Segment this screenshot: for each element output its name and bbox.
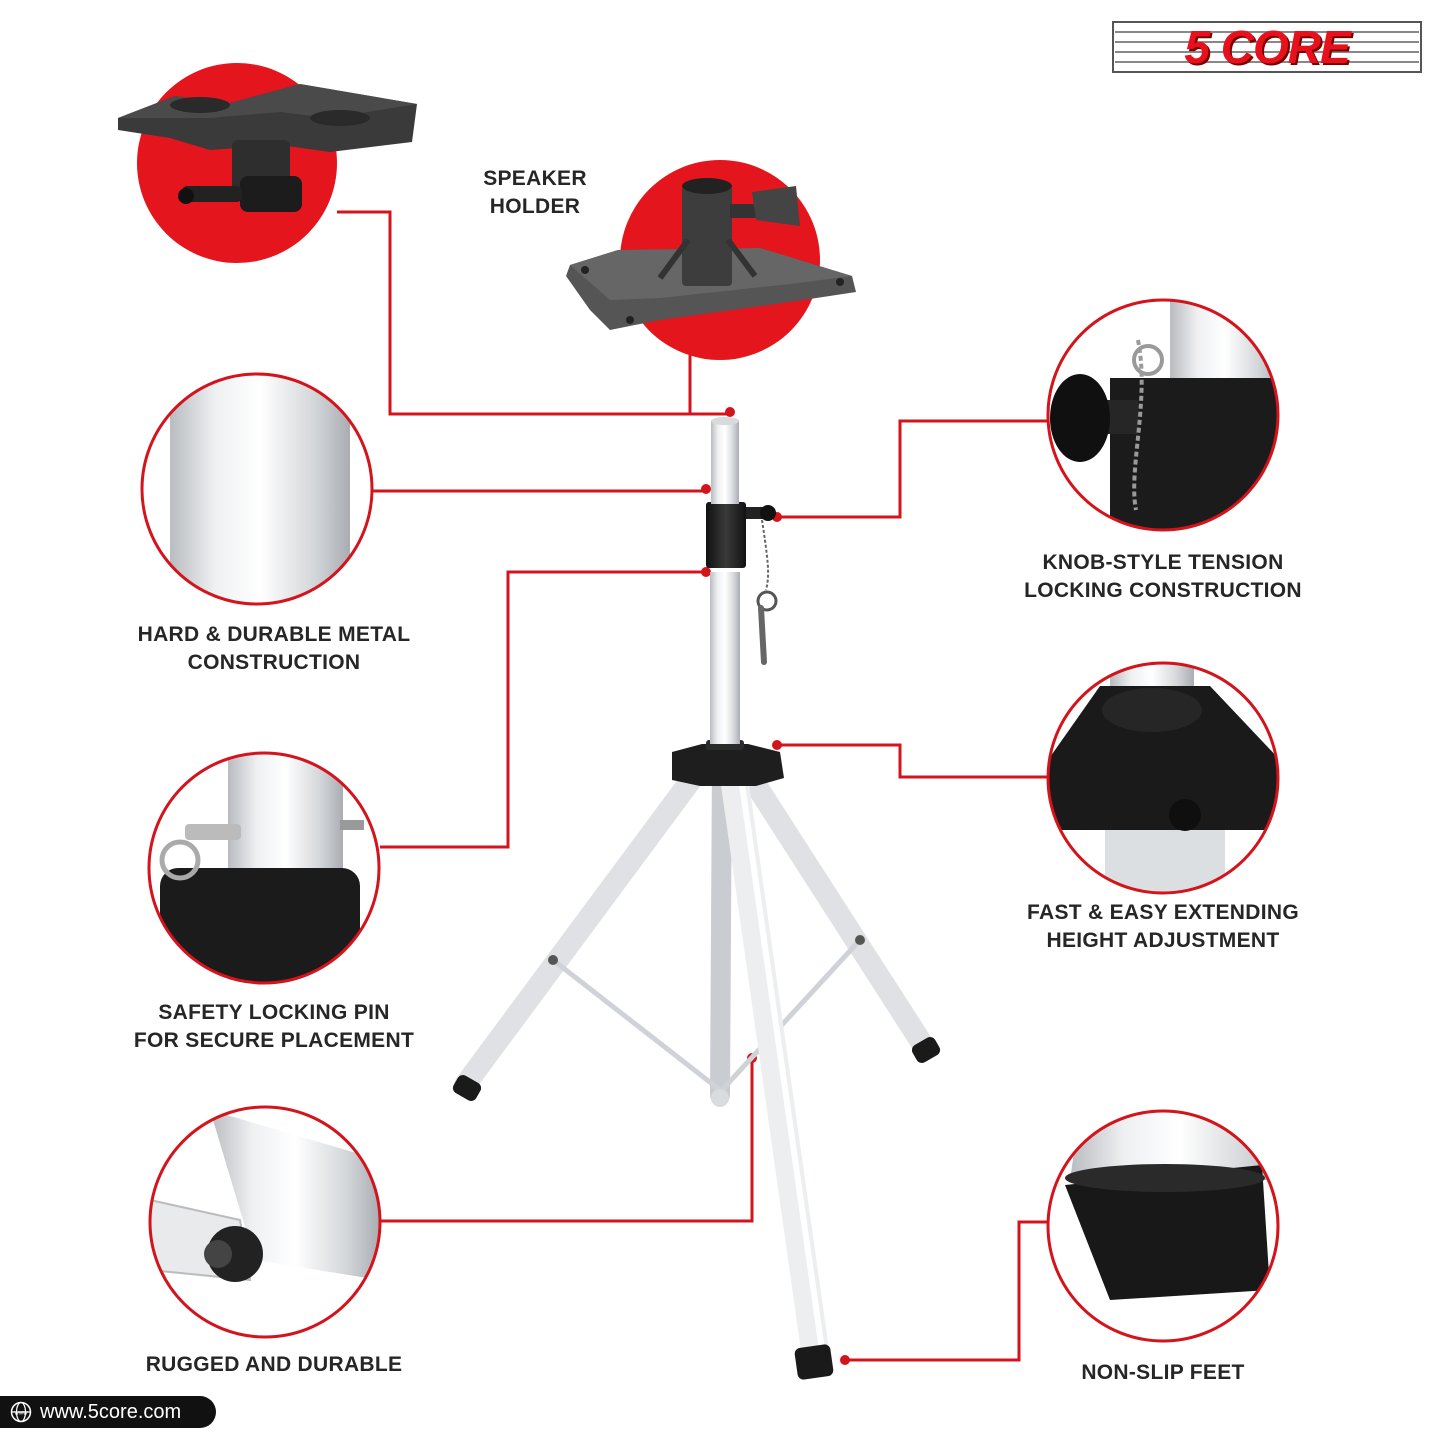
label-metal-line2: CONSTRUCTION: [187, 651, 361, 674]
label-speaker-holder-line2: HOLDER: [489, 195, 581, 218]
detail-height: [1046, 661, 1280, 895]
detail-feet: [1046, 1109, 1280, 1343]
connector-knob: [777, 419, 1048, 519]
label-speaker-holder: SPEAKER HOLDER: [470, 165, 600, 221]
connector-rugged: [380, 1059, 754, 1223]
label-height-line2: HEIGHT ADJUSTMENT: [1046, 929, 1280, 952]
label-rugged: RUGGED AND DURABLE: [104, 1351, 444, 1379]
label-speaker-holder-line1: SPEAKER: [483, 167, 587, 190]
label-safety-pin-line1: SAFETY LOCKING PIN: [158, 1001, 390, 1024]
detail-pin: [147, 751, 381, 985]
connector-pin: [380, 570, 706, 849]
label-feet: NON-SLIP FEET: [995, 1359, 1331, 1387]
tripod-stand: [452, 417, 941, 1380]
brand-logo-text: 5 CORE: [1184, 21, 1350, 73]
website-badge[interactable]: www www.5core.com: [0, 1396, 216, 1428]
connector-height: [777, 743, 1048, 779]
globe-icon: www: [10, 1401, 32, 1423]
label-knob-line1: KNOB-STYLE TENSION: [1042, 551, 1284, 574]
connector-top-plate: [337, 210, 730, 416]
label-feet-line1: NON-SLIP FEET: [1081, 1361, 1245, 1384]
speaker-holder-image: [566, 160, 856, 360]
connector-lines: [337, 210, 1054, 1362]
detail-rugged: [148, 1105, 382, 1339]
label-height: FAST & EASY EXTENDING HEIGHT ADJUSTMENT: [995, 899, 1331, 955]
detail-knob: [1046, 298, 1280, 532]
label-metal-line1: HARD & DURABLE METAL: [137, 623, 411, 646]
logo-frame: [1112, 21, 1422, 73]
globe-icon-text: www: [14, 1411, 29, 1417]
label-knob-line2: LOCKING CONSTRUCTION: [1024, 579, 1302, 602]
label-safety-pin: SAFETY LOCKING PIN FOR SECURE PLACEMENT: [104, 999, 444, 1055]
brand-logo: 5 CORE: [1113, 22, 1421, 72]
connector-feet: [845, 1220, 1054, 1362]
label-metal: HARD & DURABLE METAL CONSTRUCTION: [104, 621, 444, 677]
label-knob: KNOB-STYLE TENSION LOCKING CONSTRUCTION: [995, 549, 1331, 605]
plate-bottom-view: [118, 63, 417, 263]
website-url[interactable]: www.5core.com: [40, 1400, 182, 1423]
label-safety-pin-line2: FOR SECURE PLACEMENT: [133, 1029, 415, 1052]
label-rugged-line1: RUGGED AND DURABLE: [145, 1353, 403, 1376]
detail-metal: [140, 372, 374, 606]
label-height-line1: FAST & EASY EXTENDING: [1027, 901, 1299, 924]
